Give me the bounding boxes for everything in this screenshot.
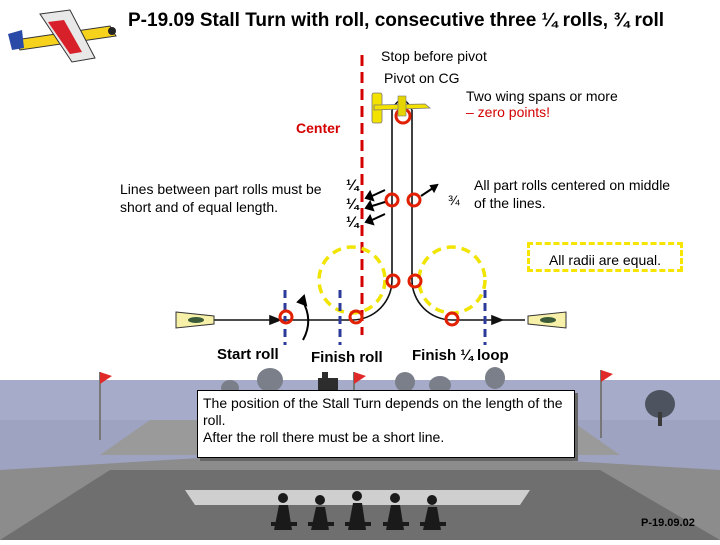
quarter-roll-mark-3: ¼	[346, 214, 359, 231]
roll-segment-markers	[283, 290, 487, 345]
flag-icon	[99, 372, 112, 440]
aerobatic-plane-icon	[175, 311, 215, 329]
position-note-line-2: After the roll there must be a short lin…	[203, 429, 445, 445]
two-wing-spans-text: Two wing spans or more	[466, 88, 618, 104]
zero-points-text: – zero points!	[466, 104, 551, 120]
pivot-on-cg-label: Pivot on CG	[384, 70, 460, 86]
lines-between-part-rolls-note: Lines between part rolls must be short a…	[120, 181, 322, 215]
spectator-icon	[271, 491, 446, 530]
three-quarter-roll-mark: ¾	[448, 192, 460, 208]
center-label: Center	[296, 120, 341, 136]
start-roll-label: Start roll	[217, 346, 279, 363]
loop-left-guide	[317, 245, 387, 315]
stop-before-pivot-label: Stop before pivot	[381, 48, 487, 64]
tree-icon	[221, 367, 505, 396]
flag-icon	[600, 370, 613, 438]
finish-quarter-loop-label: Finish ¼ loop	[412, 347, 509, 364]
roll-arrow-icon	[296, 183, 439, 341]
page-title: P-19.09 Stall Turn with roll, consecutiv…	[128, 10, 665, 31]
aerobatic-plane-icon	[8, 9, 117, 63]
stall-turn-position-note: The position of the Stall Turn depends o…	[197, 390, 575, 458]
marker-circle-icon	[278, 107, 460, 327]
tree-icon	[645, 390, 675, 426]
slide-code: P-19.09.02	[641, 517, 695, 529]
finish-roll-label: Finish roll	[311, 349, 383, 366]
all-radii-equal-box: All radii are equal.	[527, 242, 683, 272]
all-part-rolls-note: All part rolls centered on middle of the…	[474, 177, 671, 211]
aerobatic-plane-icon	[371, 92, 432, 124]
quarter-roll-mark-1: ¼	[346, 177, 359, 194]
aerobatic-plane-icon	[527, 311, 567, 329]
position-note-line-1: The position of the Stall Turn depends o…	[203, 395, 563, 428]
loop-right-guide	[417, 245, 487, 315]
quarter-roll-mark-2: ¼	[346, 196, 359, 213]
two-wing-spans-label: Two wing spans or more – zero points!	[466, 88, 618, 120]
